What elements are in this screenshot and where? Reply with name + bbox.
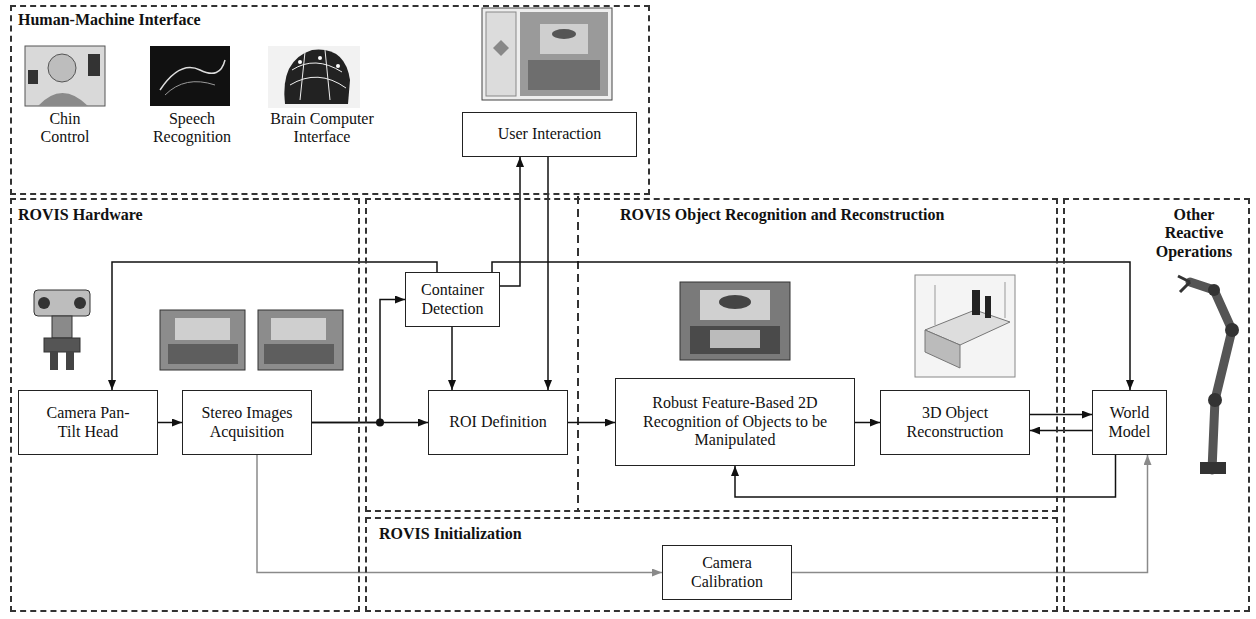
box-label: Stereo Images Acquisition — [193, 404, 301, 441]
region-divider — [577, 196, 579, 512]
flow-arrow — [112, 262, 437, 390]
box-label: World Model — [1097, 404, 1162, 441]
process-box: User Interaction — [462, 112, 637, 157]
reconstruction-3d-image — [915, 275, 1015, 377]
flow-arrow — [158, 422, 182, 424]
image-caption: Speech Recognition — [136, 110, 248, 147]
process-box: ROI Definition — [428, 390, 568, 455]
image-caption: Chin Control — [30, 110, 100, 147]
recognition-image — [680, 282, 790, 360]
flow-arrow — [792, 455, 1148, 573]
gui-screenshot — [482, 8, 612, 100]
flow-arrow — [492, 262, 1130, 390]
process-box: World Model — [1092, 390, 1167, 455]
flow-arrow — [1030, 414, 1092, 416]
group-title: ROVIS Hardware — [18, 198, 218, 224]
brain-computer-interface-image — [268, 46, 360, 108]
process-box: 3D Object Reconstruction — [880, 390, 1030, 455]
process-box: Camera Pan- Tilt Head — [18, 390, 158, 455]
flow-arrow — [500, 157, 520, 286]
box-label: 3D Object Reconstruction — [893, 404, 1017, 441]
region-group: Other Reactive OperationsWorld Model — [1063, 198, 1250, 612]
process-box: Container Detection — [405, 272, 500, 327]
group-title: Human-Machine Interface — [18, 5, 278, 29]
group-title: Other Reactive Operations — [1143, 198, 1245, 261]
group-title: ROVIS Initialization — [379, 517, 629, 543]
flow-arrow — [451, 327, 453, 390]
flow-arrow — [257, 455, 662, 573]
process-box: Camera Calibration — [662, 545, 792, 600]
flow-arrow — [568, 422, 615, 424]
box-label: Container Detection — [410, 281, 495, 318]
process-box: Robust Feature-Based 2D Recognition of O… — [615, 378, 855, 466]
image-caption: Brain Computer Interface — [254, 110, 390, 147]
chin-control-photo — [25, 46, 105, 106]
junction-dot — [376, 419, 384, 427]
speech-waveform-image — [150, 46, 230, 106]
region-group: Human-Machine InterfaceChin Control Speec… — [10, 5, 650, 195]
image-caption-node: Chin Control — [30, 110, 100, 159]
region-group: ROVIS InitializationCamera Calibration — [365, 517, 1058, 612]
stereo-image-pair — [160, 310, 343, 370]
box-label: ROI Definition — [449, 413, 546, 431]
group-title: ROVIS Object Recognition and Reconstruct… — [620, 198, 1040, 224]
flow-arrow — [547, 157, 549, 390]
box-label: User Interaction — [498, 125, 602, 143]
flow-arrow — [312, 300, 405, 423]
box-label: Camera Calibration — [683, 554, 771, 591]
region-group: ROVIS Object Recognition and Reconstruct… — [365, 198, 1058, 512]
region-group: ROVIS HardwareCamera Pan- Tilt Head Stere… — [10, 198, 360, 612]
image-caption-node: Speech Recognition — [136, 110, 248, 159]
image-caption-node: Brain Computer Interface — [254, 110, 390, 159]
flow-arrow — [1030, 430, 1092, 432]
camera-pan-tilt-icon — [34, 290, 90, 370]
box-label: Robust Feature-Based 2D Recognition of O… — [642, 394, 828, 449]
robot-arm-icon — [1178, 276, 1239, 474]
process-box: Stereo Images Acquisition — [182, 390, 312, 455]
box-label: Camera Pan- Tilt Head — [43, 404, 133, 441]
flow-arrow — [855, 422, 880, 424]
